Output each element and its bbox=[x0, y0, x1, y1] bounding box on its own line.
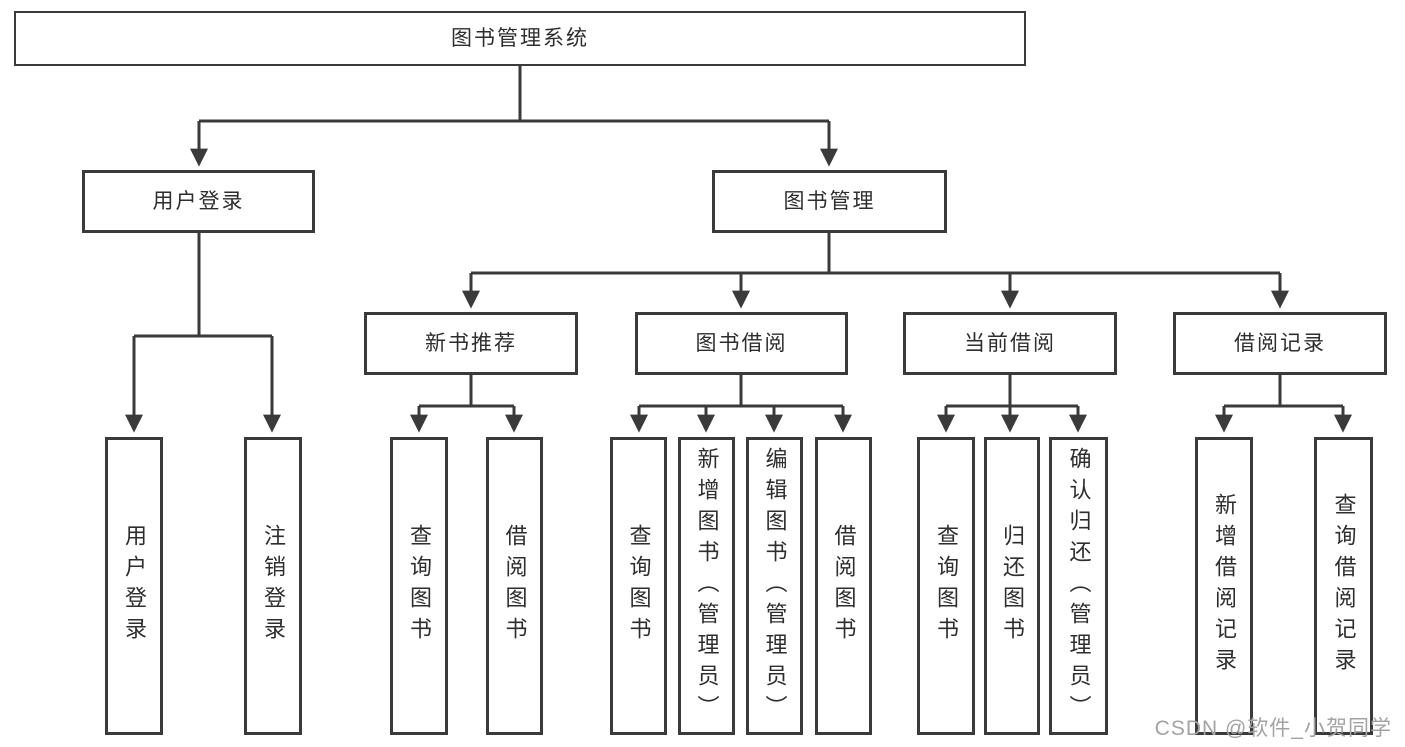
node-user-login-label: 用户登录 bbox=[152, 190, 245, 213]
leaf-borrow-book-label: 借阅图书 bbox=[831, 524, 857, 648]
node-borrowing-records-label: 借阅记录 bbox=[1234, 332, 1326, 355]
node-user-login: 用户登录 bbox=[82, 170, 315, 233]
leaf-add-book-admin-label: 新增图书（管理员） bbox=[694, 446, 720, 726]
leaf-query-book-borrowing: 查询图书 bbox=[610, 437, 667, 735]
leaf-query-book-newrec: 查询图书 bbox=[390, 437, 448, 735]
node-book-borrowing: 图书借阅 bbox=[635, 312, 848, 375]
leaf-query-book-borrowing-label: 查询图书 bbox=[626, 524, 652, 648]
leaf-confirm-return-admin-label: 确认归还（管理员） bbox=[1066, 446, 1092, 726]
node-root: 图书管理系统 bbox=[14, 11, 1026, 66]
leaf-user-login-label: 用户登录 bbox=[122, 524, 147, 648]
leaf-logout-label: 注销登录 bbox=[261, 524, 286, 648]
leaf-borrow-book-newrec-label: 借阅图书 bbox=[502, 524, 528, 648]
node-book-management-label: 图书管理 bbox=[783, 190, 876, 213]
node-current-borrowing: 当前借阅 bbox=[903, 312, 1117, 375]
leaf-return-book-label: 归还图书 bbox=[1000, 524, 1025, 648]
node-new-book-recommend: 新书推荐 bbox=[364, 312, 578, 375]
leaf-borrow-book-newrec: 借阅图书 bbox=[486, 437, 543, 735]
leaf-confirm-return-admin: 确认归还（管理员） bbox=[1049, 437, 1108, 735]
leaf-edit-book-admin: 编辑图书（管理员） bbox=[746, 437, 803, 735]
leaf-add-book-admin: 新增图书（管理员） bbox=[678, 437, 735, 735]
leaf-borrow-book: 借阅图书 bbox=[815, 437, 872, 735]
csdn-watermark: CSDN @软件_小贺同学 bbox=[1154, 717, 1392, 740]
leaf-add-borrow-record: 新增借阅记录 bbox=[1195, 437, 1253, 735]
node-new-book-recommend-label: 新书推荐 bbox=[425, 332, 517, 355]
node-book-borrowing-label: 图书借阅 bbox=[695, 332, 788, 355]
leaf-query-borrow-record-label: 查询借阅记录 bbox=[1331, 493, 1357, 679]
leaf-query-borrow-record: 查询借阅记录 bbox=[1314, 437, 1373, 735]
node-root-label: 图书管理系统 bbox=[451, 27, 589, 50]
leaf-logout: 注销登录 bbox=[244, 437, 302, 735]
leaf-edit-book-admin-label: 编辑图书（管理员） bbox=[762, 446, 788, 726]
leaf-return-book: 归还图书 bbox=[984, 437, 1040, 735]
leaf-add-borrow-record-label: 新增借阅记录 bbox=[1212, 493, 1237, 679]
leaf-query-book-current-label: 查询图书 bbox=[934, 524, 959, 648]
node-borrowing-records: 借阅记录 bbox=[1173, 312, 1387, 375]
node-book-management: 图书管理 bbox=[712, 170, 947, 233]
leaf-user-login: 用户登录 bbox=[105, 437, 163, 735]
node-current-borrowing-label: 当前借阅 bbox=[964, 332, 1056, 355]
leaf-query-book-newrec-label: 查询图书 bbox=[407, 524, 432, 648]
leaf-query-book-current: 查询图书 bbox=[917, 437, 975, 735]
